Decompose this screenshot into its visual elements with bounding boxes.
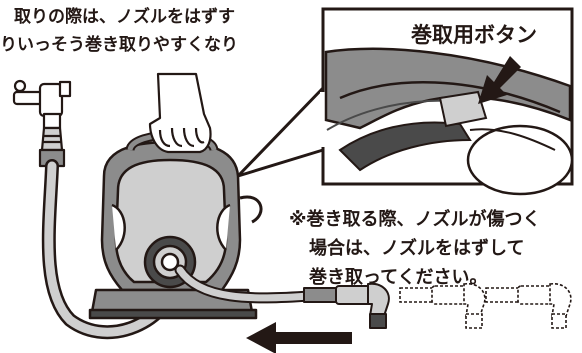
intro-line-2: りいっそう巻き取りやすくなり: [0, 35, 238, 55]
intro-line-1: 取りの際は、ノズルをはずす: [14, 7, 235, 27]
note-line-3: 巻き取ってください。: [309, 267, 488, 288]
hose-reel-icon: [88, 130, 263, 320]
nozzle-ghost-1: [399, 282, 486, 329]
note-line-1: ※巻き取る際、ノズルが傷つく: [289, 209, 541, 230]
note-text: ※巻き取る際、ノズルが傷つく 場合は、ノズルをはずして 巻き取ってください。: [289, 205, 541, 292]
note-line-2: 場合は、ノズルをはずして: [309, 238, 525, 259]
arrow-down-icon: [478, 56, 521, 104]
callout-label: 巻取用ボタン: [411, 23, 537, 47]
nozzle-icon: [303, 282, 390, 329]
hand-icon: [148, 72, 212, 154]
arrow-left-icon: [246, 322, 352, 353]
callout-box: [236, 7, 574, 196]
nozzle-ghost-2: [485, 282, 572, 329]
hose-outlet: [174, 264, 316, 304]
faucet-icon: [12, 79, 72, 168]
